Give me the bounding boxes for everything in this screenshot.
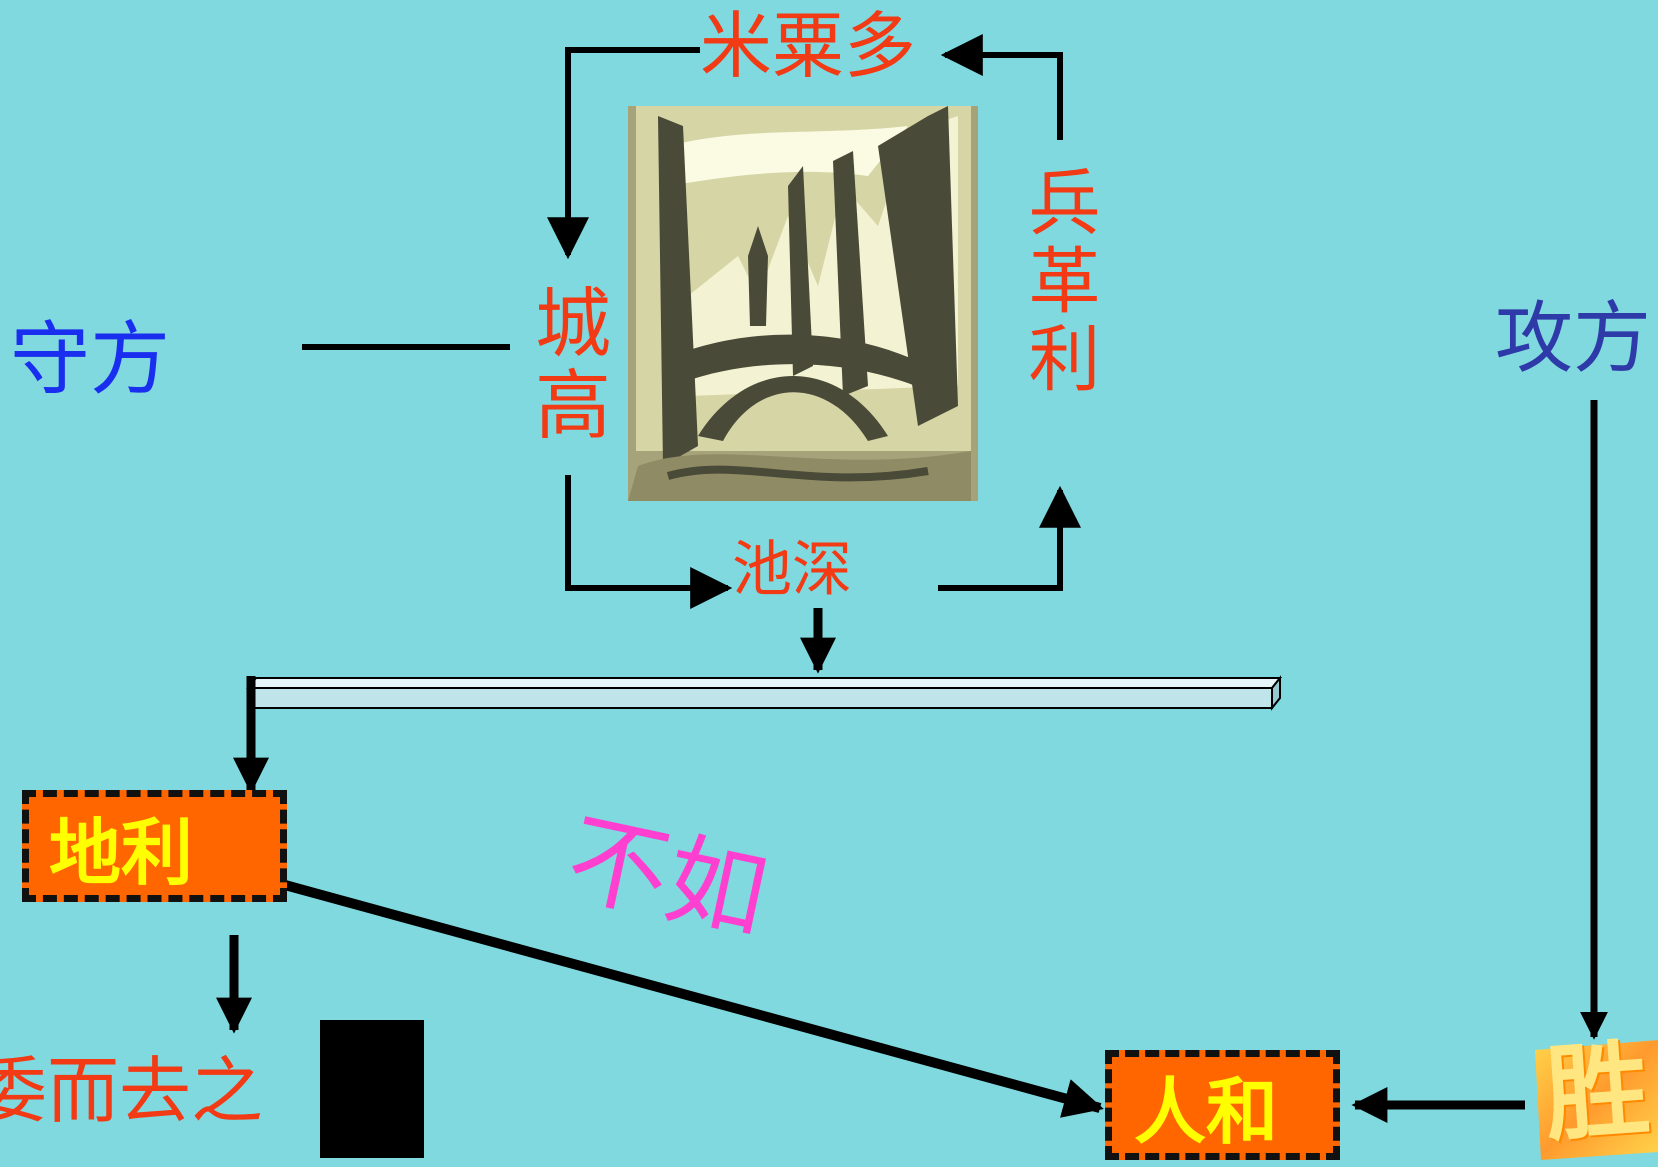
human-harmony-text: 人和 xyxy=(1134,1068,1279,1154)
weapons-label: 兵革利 xyxy=(1016,165,1100,399)
defender-label: 守方 xyxy=(10,313,170,406)
arrow-weapons-to-granary xyxy=(940,34,1063,140)
victory-text: 胜 xyxy=(1540,1026,1654,1157)
granary-label: 米粟多 xyxy=(700,4,917,88)
terrain-advantage-box: 地利 xyxy=(22,790,287,902)
arrow-moat-to-weapons xyxy=(938,485,1081,591)
city-bridge-illustration xyxy=(628,106,978,501)
summary-bar xyxy=(245,675,1283,711)
black-block xyxy=(320,1020,424,1158)
victory-badge xyxy=(1535,1040,1658,1160)
wall-label: 城高 xyxy=(522,283,611,447)
arrow-granary-to-wall xyxy=(547,47,700,260)
terrain-advantage-text: 地利 xyxy=(49,809,194,895)
moat-label: 池深 xyxy=(732,535,852,605)
abandon-label: 委而去之 xyxy=(0,1049,264,1133)
arrow-wall-to-moat xyxy=(565,475,733,609)
attacker-label: 攻方 xyxy=(1495,294,1652,384)
arrow-terrain-to-harmony xyxy=(283,880,1104,1118)
human-harmony-box: 人和 xyxy=(1105,1050,1340,1160)
